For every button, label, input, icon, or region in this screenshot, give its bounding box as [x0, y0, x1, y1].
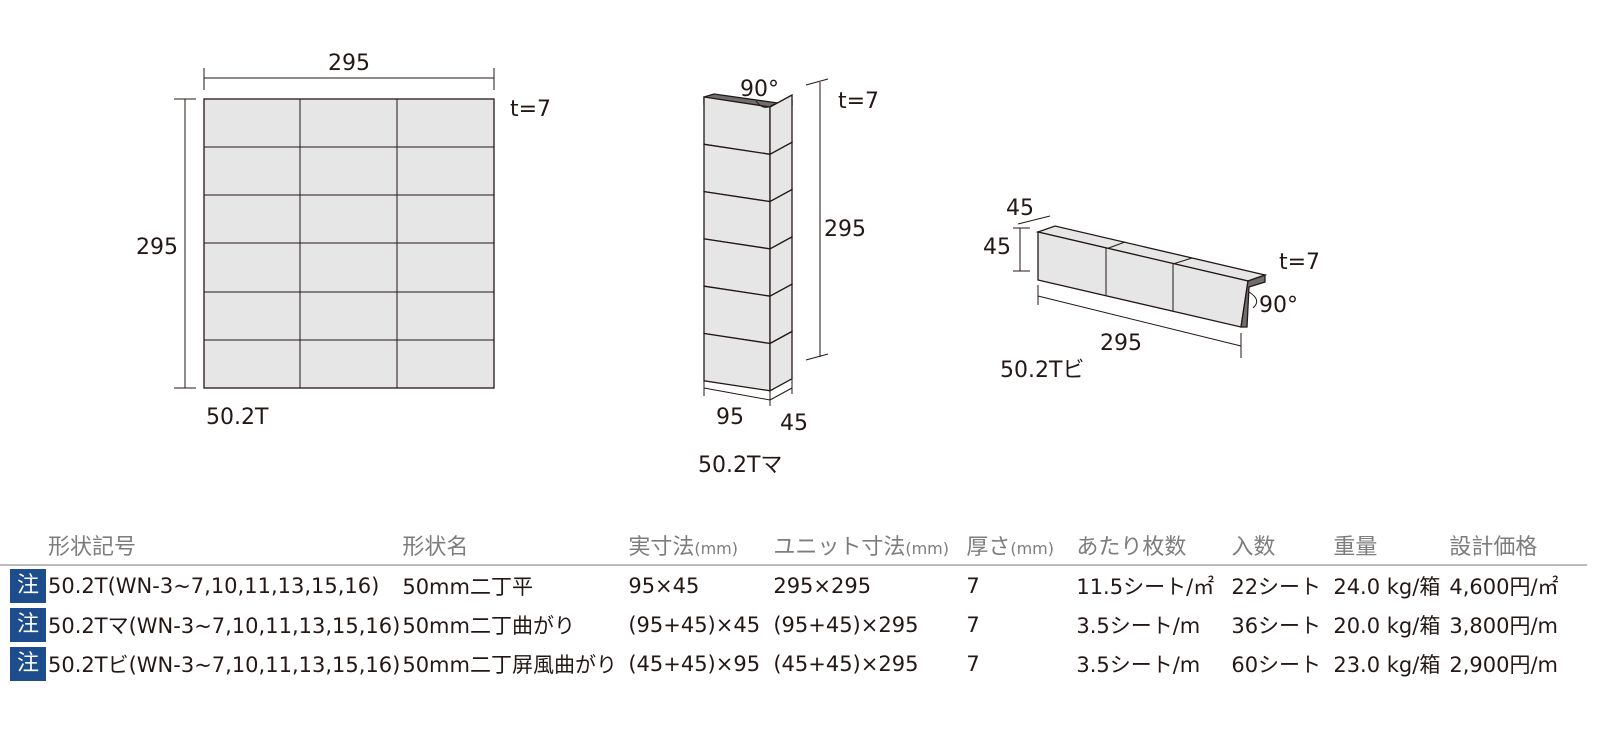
- bullnose-top-depth-dimension-line: [1017, 215, 1051, 225]
- cell-weight: 23.0 kg/箱: [1333, 652, 1441, 677]
- cell-thickness: 7: [966, 612, 980, 637]
- corner-face-width-label: 95: [716, 405, 744, 430]
- cell-count: 36シート: [1231, 613, 1322, 638]
- corner-code-label: 50.2Tマ: [698, 453, 782, 478]
- cell-code: 50.2Tマ(WN-3~7,10,11,13,15,16): [48, 613, 401, 638]
- cell-thickness: 7: [966, 573, 980, 598]
- mark-column-header: [0, 526, 46, 566]
- corner-height-label: 295: [824, 217, 866, 242]
- cell-weight: 24.0 kg/箱: [1333, 574, 1441, 599]
- header-name: 形状名: [400, 526, 627, 566]
- header-actual-size: 実寸法(mm): [626, 526, 772, 566]
- corner-face-dimension-line: [703, 387, 771, 401]
- corner-angle-arc: [755, 100, 775, 108]
- flat-thickness-label: t=7: [510, 97, 551, 122]
- cell-name: 50mm二丁屏風曲がり: [402, 652, 617, 677]
- cell-weight: 20.0 kg/箱: [1333, 613, 1441, 638]
- flat-code-label: 50.2T: [206, 405, 269, 430]
- bullnose-angle-label: 90°: [1259, 293, 1298, 318]
- cell-price: 2,900円/m: [1449, 652, 1558, 677]
- spec-table: 形状記号 形状名 実寸法(mm) ユニット寸法(mm) 厚さ(mm) あたり枚数…: [0, 526, 1588, 683]
- header-price: 設計価格: [1447, 526, 1588, 566]
- flat-height-label: 295: [136, 235, 178, 260]
- bullnose-length-label: 295: [1100, 331, 1142, 356]
- corner-return-width-label: 45: [780, 411, 808, 436]
- bullnose-side-edge: [1240, 274, 1266, 328]
- cell-actual-size: 95×45: [628, 573, 700, 598]
- bullnose-top-depth-label: 45: [1006, 196, 1034, 221]
- tile-drawings: 295 295 t=7 50.2T 90° t=7 295 95 45 50.2…: [136, 51, 1320, 478]
- note-badge: 注: [10, 646, 46, 681]
- table-row: 注 50.2Tビ(WN-3~7,10,11,13,15,16) 50mm二丁屏風…: [0, 644, 1587, 683]
- cell-code: 50.2Tビ(WN-3~7,10,11,13,15,16): [48, 652, 401, 677]
- cell-per-area: 3.5シート/m: [1076, 613, 1201, 638]
- header-per-area: あたり枚数: [1074, 526, 1230, 566]
- cell-per-area: 11.5シート/㎡: [1076, 574, 1215, 599]
- bullnose-angle-arc: [1248, 291, 1258, 309]
- cell-code: 50.2T(WN-3~7,10,11,13,15,16): [48, 573, 380, 598]
- table-row: 注 50.2Tマ(WN-3~7,10,11,13,15,16) 50mm二丁曲が…: [0, 605, 1587, 644]
- corner-angle-label: 90°: [740, 77, 779, 102]
- cell-price: 3,800円/m: [1449, 613, 1558, 638]
- corner-thickness-label: t=7: [838, 89, 879, 114]
- cell-name: 50mm二丁平: [402, 574, 533, 599]
- bullnose-length-dimension-line: [1037, 295, 1242, 347]
- bullnose-thickness-label: t=7: [1279, 250, 1320, 275]
- corner-return-dimension-line: [769, 387, 793, 401]
- cell-unit-size: 295×295: [773, 573, 872, 598]
- header-unit-size: ユニット寸法(mm): [771, 526, 965, 566]
- bullnose-side-depth-label: 45: [983, 235, 1011, 260]
- flat-tile-drawing: 295 295 t=7 50.2T: [136, 51, 551, 430]
- cell-per-area: 3.5シート/m: [1076, 652, 1201, 677]
- flat-width-label: 295: [328, 51, 370, 76]
- header-count: 入数: [1229, 526, 1332, 566]
- corner-tile-drawing: 90° t=7 295 95 45 50.2Tマ: [698, 77, 879, 478]
- cell-name: 50mm二丁曲がり: [402, 613, 575, 638]
- cell-unit-size: (95+45)×295: [773, 612, 919, 637]
- cell-price: 4,600円/㎡: [1449, 574, 1559, 599]
- header-thickness: 厚さ(mm): [964, 526, 1075, 566]
- bullnose-tile-drawing: 45 45 t=7 90° 295 50.2Tビ: [983, 196, 1320, 383]
- bullnose-code-label: 50.2Tビ: [1000, 358, 1084, 383]
- cell-thickness: 7: [966, 651, 980, 676]
- note-badge: 注: [10, 568, 46, 603]
- cell-actual-size: (45+45)×95: [628, 651, 761, 676]
- header-code: 形状記号: [46, 526, 401, 566]
- spec-table-header: 形状記号 形状名 実寸法(mm) ユニット寸法(mm) 厚さ(mm) あたり枚数…: [0, 526, 1588, 566]
- header-weight: 重量: [1331, 526, 1448, 566]
- cell-unit-size: (45+45)×295: [773, 651, 919, 676]
- table-row: 注 50.2T(WN-3~7,10,11,13,15,16) 50mm二丁平 9…: [0, 565, 1587, 605]
- corner-front-tile: [703, 332, 771, 392]
- cell-count: 60シート: [1231, 652, 1322, 677]
- cell-count: 22シート: [1231, 574, 1322, 599]
- note-badge: 注: [10, 607, 46, 642]
- cell-actual-size: (95+45)×45: [628, 612, 761, 637]
